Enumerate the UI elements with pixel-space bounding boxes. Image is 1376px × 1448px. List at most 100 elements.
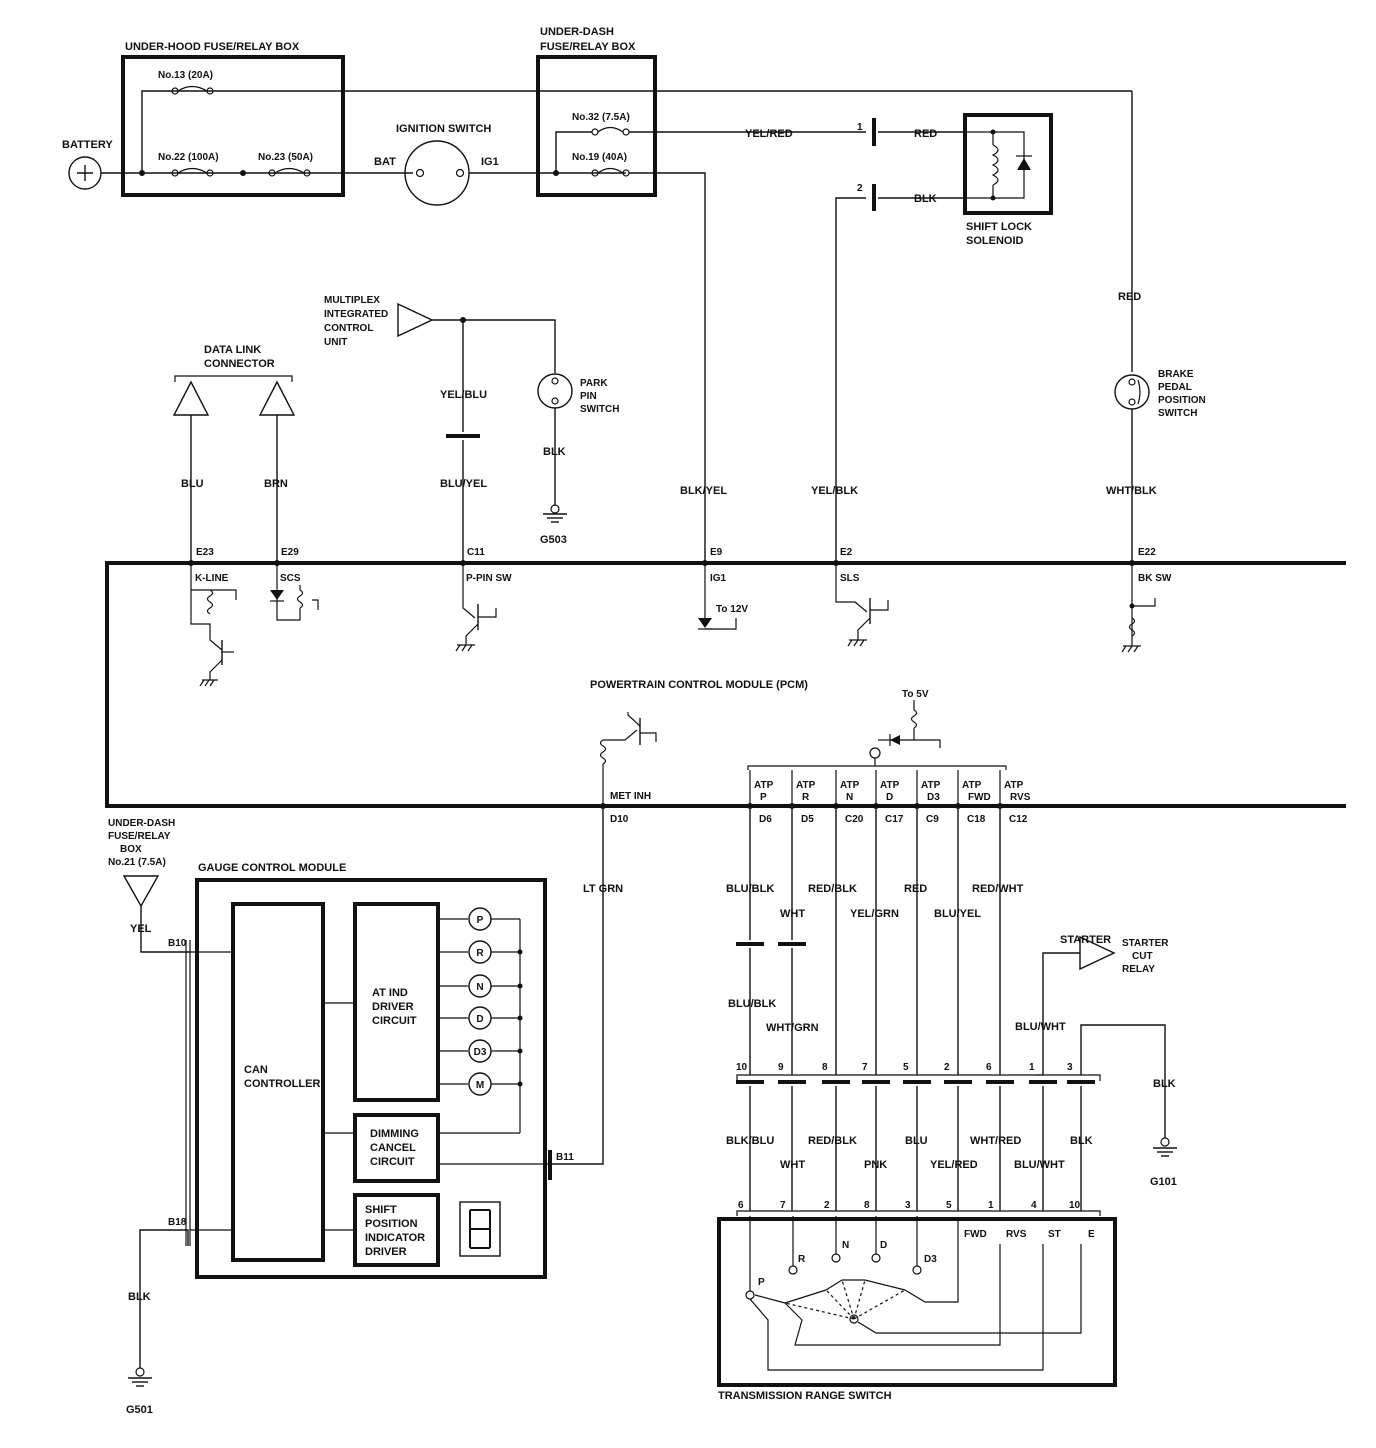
- atp-label: ATP: [962, 780, 982, 791]
- atp-label: ATP: [796, 780, 816, 791]
- pcm-pin-e22: E22 BK SW: [1129, 547, 1172, 584]
- wire-brn-label: BRN: [264, 478, 288, 490]
- lower-wire-label: BLK/BLU: [726, 1135, 774, 1147]
- trs-pin-label: 4: [1031, 1200, 1037, 1211]
- sls-circuit: [835, 563, 889, 647]
- fuse-13-label: No.13 (20A): [158, 70, 213, 81]
- atp-pins: ATPPD6ATPRD5ATPNC20ATPDC17ATPD3C9ATPFWDC…: [726, 770, 1043, 1076]
- trs-pin-label: 5: [946, 1200, 952, 1211]
- pcm-pin-e23: E23 K-LINE: [188, 547, 229, 584]
- met-inh-label: MET INH: [610, 791, 651, 802]
- atp-sub-label: FWD: [968, 792, 991, 803]
- can-label-2: CONTROLLER: [244, 1078, 320, 1090]
- atp-label: ATP: [754, 780, 774, 791]
- wire-yel-blk-label: YEL/BLK: [811, 485, 858, 497]
- atp-sub-label: RVS: [1010, 792, 1031, 803]
- svg-text:SCS: SCS: [280, 573, 301, 584]
- brake-switch-symbol: [1114, 374, 1150, 410]
- trs-position-label: D: [880, 1240, 887, 1251]
- atp-label: ATP: [921, 780, 941, 791]
- seven-segment-display-icon: [459, 1201, 501, 1257]
- brake-label-2: PEDAL: [1158, 382, 1192, 393]
- pin-d10-label: D10: [610, 814, 629, 825]
- atp-sub-label: N: [846, 792, 853, 803]
- under-dash-fuse-box: [536, 55, 657, 197]
- trs-rotor: [784, 1289, 827, 1304]
- can-controller: [231, 902, 325, 1262]
- ground-g101-label: G101: [1150, 1176, 1177, 1188]
- dlc-triangle-2-icon: [258, 380, 296, 416]
- spi-label-1: SHIFT: [365, 1204, 397, 1216]
- connector-pin-label: 6: [986, 1062, 992, 1073]
- trs-pin-label: 8: [864, 1200, 870, 1211]
- ud2-label-3: BOX: [120, 844, 142, 855]
- lower-wire-label: BLU: [905, 1135, 928, 1147]
- svg-text:To 12V: To 12V: [716, 604, 748, 615]
- plus-icon: [77, 165, 93, 181]
- spi-label-4: DRIVER: [365, 1246, 407, 1258]
- micu-label-4: UNIT: [324, 337, 347, 348]
- ignition-switch-label: IGNITION SWITCH: [396, 123, 491, 135]
- wire-red-label: RED: [914, 128, 937, 140]
- atp-sub-label: D: [886, 792, 893, 803]
- ud2-triangle-icon: [122, 875, 160, 908]
- trs-fan-dashed: [853, 1279, 866, 1320]
- trs-fan-dashed: [853, 1289, 906, 1320]
- trs-pin-label: 1: [988, 1200, 994, 1211]
- atp-pullup-circuit: To 5V: [747, 689, 1007, 770]
- pcm-pin-c11: C11 P-PIN SW: [460, 547, 512, 584]
- wire-blk-label: BLK: [914, 193, 937, 205]
- wire-yel-blu-label: YEL/BLU: [440, 389, 487, 401]
- lower-wire-label: PNK: [864, 1159, 887, 1171]
- trs-position-label: P: [758, 1277, 765, 1288]
- ignition-switch-symbol: [404, 140, 470, 206]
- starter-label-1: STARTER: [1122, 938, 1169, 949]
- wire-blu-yel-label: BLU/YEL: [440, 478, 487, 490]
- wire-wht-blk-label: WHT/BLK: [1106, 485, 1157, 497]
- trs-pin-label: 7: [780, 1200, 786, 1211]
- wire-yel-red-label: YEL/RED: [745, 128, 793, 140]
- trs-position-contact: [871, 1253, 881, 1263]
- trs-position-label: D3: [924, 1254, 937, 1265]
- lower-wire-label: WHT/RED: [970, 1135, 1021, 1147]
- atp-pin-label: C12: [1009, 814, 1028, 825]
- scs-circuit: [270, 563, 319, 621]
- pcm-pin-e29: E29 SCS: [274, 547, 301, 584]
- connector-pin-label: 5: [903, 1062, 909, 1073]
- wire-blk-gcm-label: BLK: [128, 1291, 151, 1303]
- dim-label-1: DIMMING: [370, 1128, 419, 1140]
- dim-label-3: CIRCUIT: [370, 1156, 415, 1168]
- svg-text:K-LINE: K-LINE: [195, 573, 229, 584]
- wire-yel-label: YEL: [130, 923, 152, 935]
- can-label-1: CAN: [244, 1064, 268, 1076]
- shift-lock-label-2: SOLENOID: [966, 235, 1024, 247]
- atind-label-2: DRIVER: [372, 1001, 414, 1013]
- trs-pin-label: 2: [824, 1200, 830, 1211]
- trs-position-contact: [912, 1265, 922, 1275]
- svg-text:E29: E29: [281, 547, 299, 558]
- connector-pin-label: 7: [862, 1062, 868, 1073]
- atind-label-3: CIRCUIT: [372, 1015, 417, 1027]
- atp-wire-label: RED: [904, 883, 927, 895]
- fuse-32-icon: [591, 126, 630, 136]
- connector-pin-2: 2: [857, 183, 863, 194]
- spi-label-2: POSITION: [365, 1218, 418, 1230]
- svg-text:E9: E9: [710, 547, 723, 558]
- dim-label-2: CANCEL: [370, 1142, 416, 1154]
- indicator-lamp-label: D3: [474, 1047, 487, 1058]
- fuse-13-icon: [171, 85, 214, 95]
- fuse-23-icon: [268, 167, 311, 177]
- svg-text:C11: C11: [467, 547, 485, 558]
- gauge-control-module: [195, 878, 547, 1279]
- pin-b18-label: B18: [168, 1217, 187, 1228]
- trs-fan-dashed: [841, 1279, 855, 1320]
- svg-text:SLS: SLS: [840, 573, 860, 584]
- trs-fan-dashed: [784, 1302, 855, 1320]
- shift-lock-label-1: SHIFT LOCK: [966, 221, 1032, 233]
- svg-text:To 5V: To 5V: [902, 689, 929, 700]
- atp-mid-wire-label: WHT/GRN: [766, 1022, 819, 1034]
- atp-pin-label: D6: [759, 814, 772, 825]
